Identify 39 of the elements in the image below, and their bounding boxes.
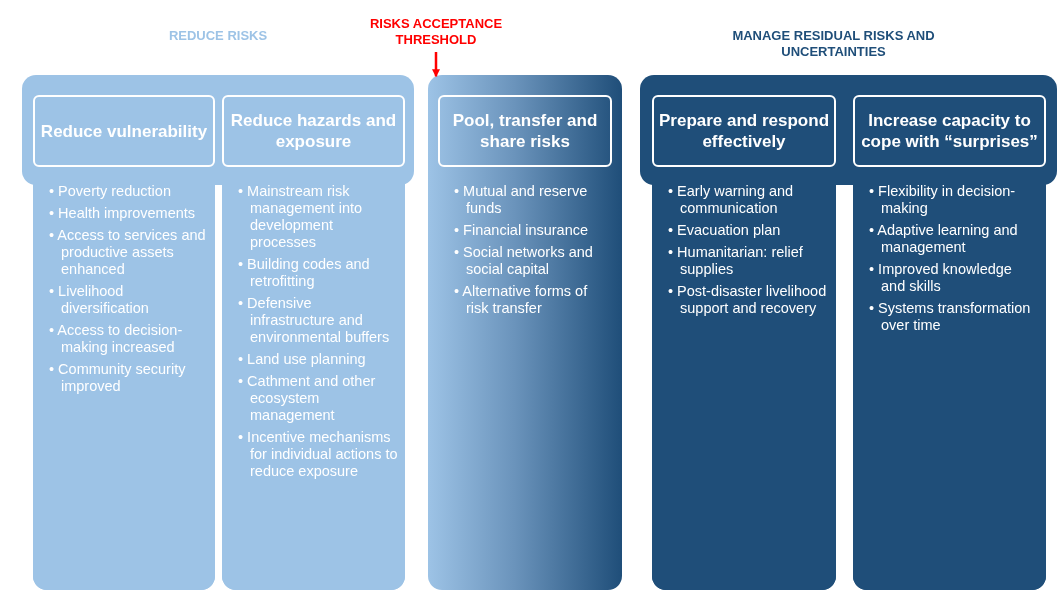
list-item: • Flexibility in decision-making	[869, 183, 1017, 217]
list-item: • Livelihood diversification	[49, 283, 150, 317]
list-item: • Mutual and reserve funds	[454, 183, 589, 217]
list-item: • Social networks and social capital	[454, 244, 594, 278]
column-heading: Reduce vulnerability	[33, 95, 215, 167]
threshold-label: RISKS ACCEPTANCE THRESHOLD	[346, 16, 526, 50]
list-item: • Financial insurance	[454, 222, 590, 239]
group-title: REDUCE RISKS	[167, 28, 269, 44]
list-item: • Land use planning	[238, 351, 367, 368]
category-band	[640, 28, 1057, 590]
list-item: • Systems transformation over time	[869, 300, 1032, 334]
column-heading: Pool, transfer and share risks	[438, 95, 612, 167]
list-item: • Humanitarian: relief supplies	[668, 244, 804, 278]
list-item: • Post-disaster livelihood support and recovery	[668, 283, 828, 317]
column-panel	[853, 95, 1046, 590]
list-item: • Early warning and communication	[668, 183, 795, 217]
list-item: • Poverty reduction	[49, 183, 172, 200]
group-title: MANAGE RESIDUAL RISKS AND UNCERTAINTIES	[731, 28, 936, 60]
list-item: • Community security improved	[49, 361, 187, 395]
column-panel	[428, 75, 622, 590]
list-item: • Alternative forms of risk transfer	[454, 283, 589, 317]
column-heading: Prepare and respond effectively	[652, 95, 836, 167]
column-panel	[33, 95, 215, 590]
list-item: • Cathment and other ecosystem management	[238, 373, 377, 424]
list-item: • Defensive infrastructure and environmental buffers	[238, 295, 391, 346]
list-item: • Adaptive learning and management	[869, 222, 1019, 256]
list-item: • Building codes and retrofitting	[238, 256, 371, 290]
column-heading: Reduce hazards and exposure	[222, 95, 405, 167]
list-item: • Improved knowledge and skills	[869, 261, 1013, 295]
arrow	[432, 52, 440, 78]
list-item: • Mainstream risk management into development processes	[238, 183, 364, 251]
column-panel	[222, 95, 405, 590]
list-item: • Evacuation plan	[668, 222, 782, 239]
list-item: • Incentive mechanisms for individual actions to reduce exposure	[238, 429, 399, 480]
list-item: • Health improvements	[49, 205, 197, 222]
list-item: • Access to decision-making increased	[49, 322, 184, 356]
list-item: • Access to services and productive assets enhanced	[49, 227, 207, 278]
column-panel	[652, 95, 836, 590]
column-heading: Increase capacity to cope with “surprises”	[853, 95, 1046, 167]
